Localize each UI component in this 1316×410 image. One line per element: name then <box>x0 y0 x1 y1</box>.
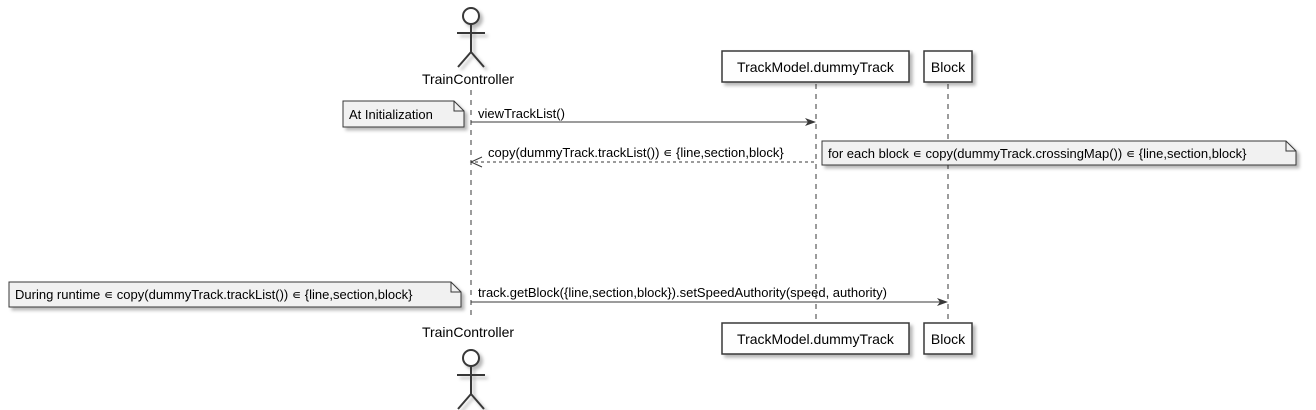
actor-figure-top <box>457 7 485 68</box>
block-label-bottom: Block <box>931 331 966 347</box>
note-initialization <box>342 100 465 128</box>
message-copy-label: copy(dummyTrack.trackList()) ∊ {line,sec… <box>488 145 784 160</box>
trackmodel-box-top <box>721 50 910 83</box>
message-setspeed-arrowhead <box>937 298 948 306</box>
block-box-top <box>923 50 973 83</box>
actor-figure-bottom <box>457 349 485 410</box>
trackmodel-box-bottom <box>721 322 910 355</box>
trackmodel-label-top: TrackModel.dummyTrack <box>737 59 895 75</box>
message-view-label: viewTrackList() <box>478 106 565 121</box>
block-label-top: Block <box>931 59 966 75</box>
actor-label-top: TrainController <box>422 71 514 87</box>
actor-label-bottom: TrainController <box>422 324 514 340</box>
message-view-arrowhead <box>805 118 816 126</box>
note-for-each <box>821 140 1297 166</box>
message-copy-arrowhead <box>469 156 483 168</box>
note-initialization-text: At Initialization <box>349 107 433 122</box>
note-for-each-text: for each block ∊ copy(dummyTrack.crossin… <box>828 146 1247 161</box>
note-runtime-text: During runtime ∊ copy(dummyTrack.trackLi… <box>15 287 413 302</box>
note-runtime <box>8 281 462 308</box>
trackmodel-label-bottom: TrackModel.dummyTrack <box>737 331 895 347</box>
message-setspeed-label: track.getBlock({line,section,block}).set… <box>478 285 887 300</box>
block-box-bottom <box>923 322 973 355</box>
